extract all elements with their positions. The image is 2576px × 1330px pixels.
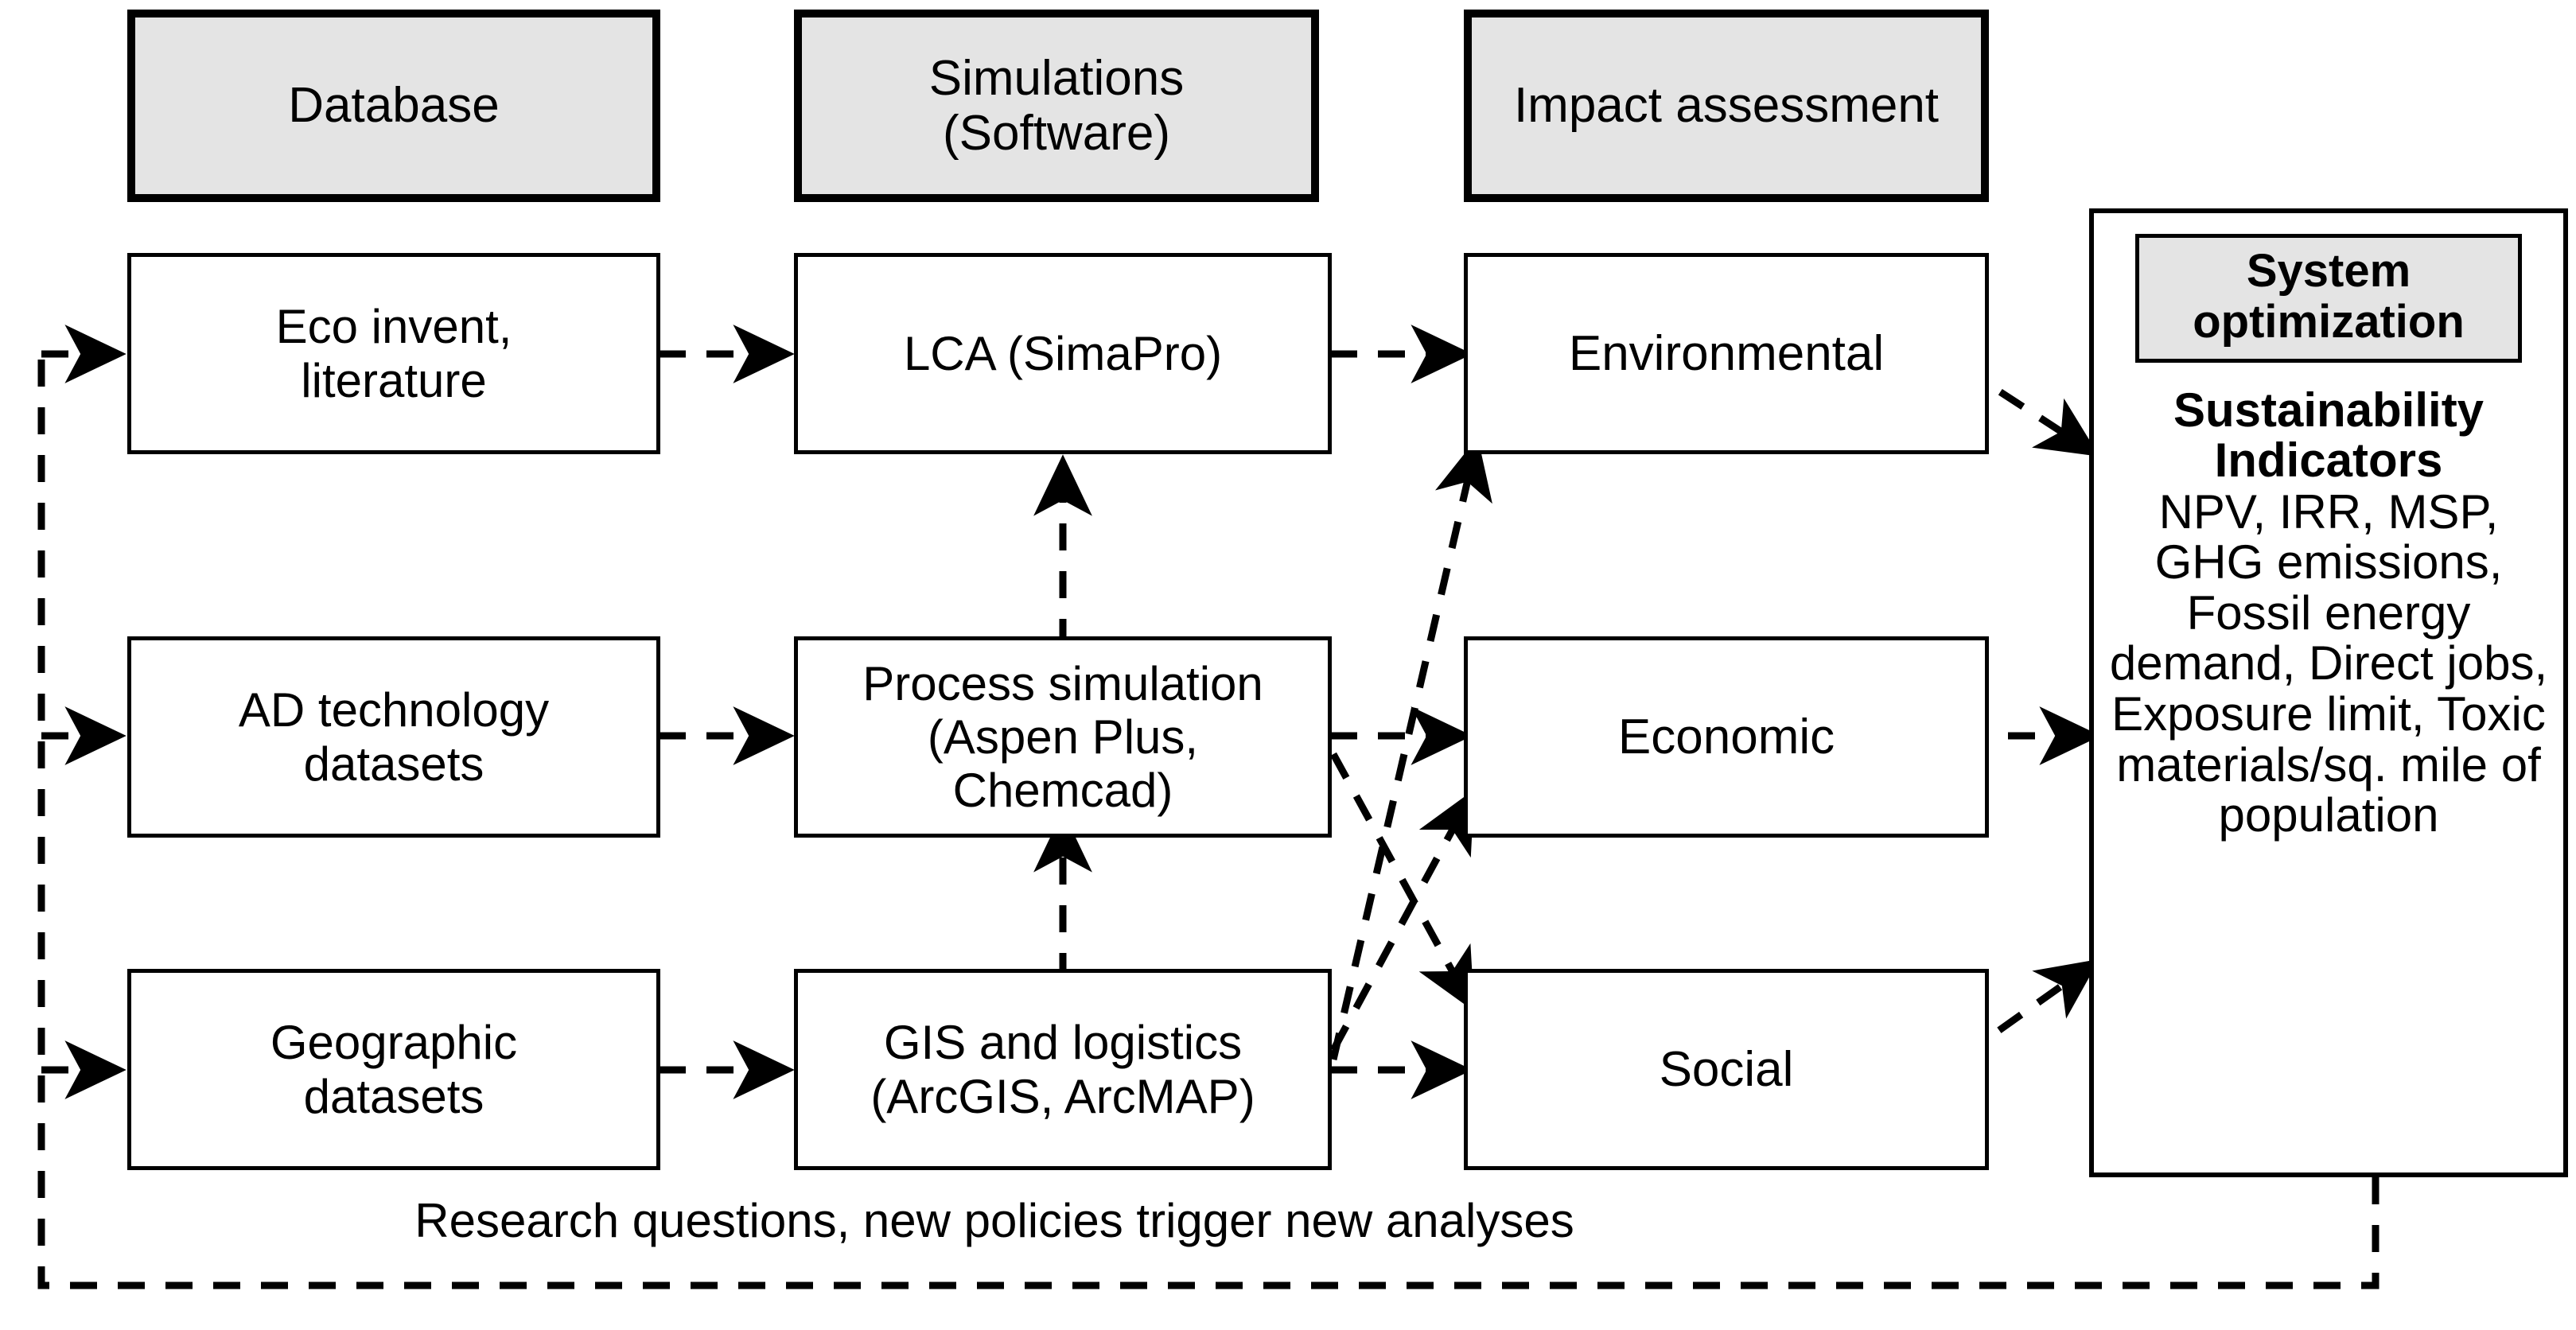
node-process-simulation-label: Process simulation (Aspen Plus, Chemcad)	[862, 656, 1263, 818]
node-economic[interactable]: Economic	[1464, 636, 1989, 838]
node-process-simulation[interactable]: Process simulation (Aspen Plus, Chemcad)	[794, 636, 1332, 838]
edge-gis-to-economic	[1330, 789, 1475, 1052]
node-social-label: Social	[1659, 1041, 1794, 1097]
feedback-caption: Research questions, new policies trigger…	[414, 1194, 1574, 1247]
edge-process-to-social	[1330, 752, 1475, 1012]
edge-gis-to-environmental	[1329, 437, 1492, 1061]
node-ad-technology-label: AD technology datasets	[238, 683, 550, 791]
sustainability-indicators-text: NPV, IRR, MSP, GHG emissions, Fossil ene…	[2109, 484, 2548, 842]
sustainability-indicators-heading: Sustainability Indicators	[2173, 383, 2485, 487]
header-impact-assessment: Impact assessment	[1464, 10, 1989, 202]
system-optimization-title: System optimization	[2135, 234, 2522, 363]
node-geographic-datasets[interactable]: Geographic datasets	[127, 969, 660, 1170]
node-lca[interactable]: LCA (SimaPro)	[794, 253, 1332, 454]
node-social[interactable]: Social	[1464, 969, 1989, 1170]
node-environmental-label: Environmental	[1568, 325, 1885, 381]
header-simulations: Simulations (Software)	[794, 10, 1319, 202]
header-database-label: Database	[288, 78, 500, 134]
node-gis-logistics-label: GIS and logistics (ArcGIS, ArcMAP)	[870, 1016, 1255, 1123]
node-eco-invent[interactable]: Eco invent, literature	[127, 253, 660, 454]
header-database: Database	[127, 10, 660, 202]
node-eco-invent-label: Eco invent, literature	[275, 300, 512, 407]
node-economic-label: Economic	[1617, 709, 1835, 764]
header-simulations-label: Simulations (Software)	[928, 50, 1185, 161]
header-impact-assessment-label: Impact assessment	[1513, 78, 1940, 134]
node-geographic-datasets-label: Geographic datasets	[270, 1016, 518, 1123]
node-environmental[interactable]: Environmental	[1464, 253, 1989, 454]
node-gis-logistics[interactable]: GIS and logistics (ArcGIS, ArcMAP)	[794, 969, 1332, 1170]
node-ad-technology[interactable]: AD technology datasets	[127, 636, 660, 838]
node-lca-label: LCA (SimaPro)	[903, 326, 1223, 380]
panel-system-optimization[interactable]: System optimization Sustainability Indic…	[2089, 208, 2568, 1177]
